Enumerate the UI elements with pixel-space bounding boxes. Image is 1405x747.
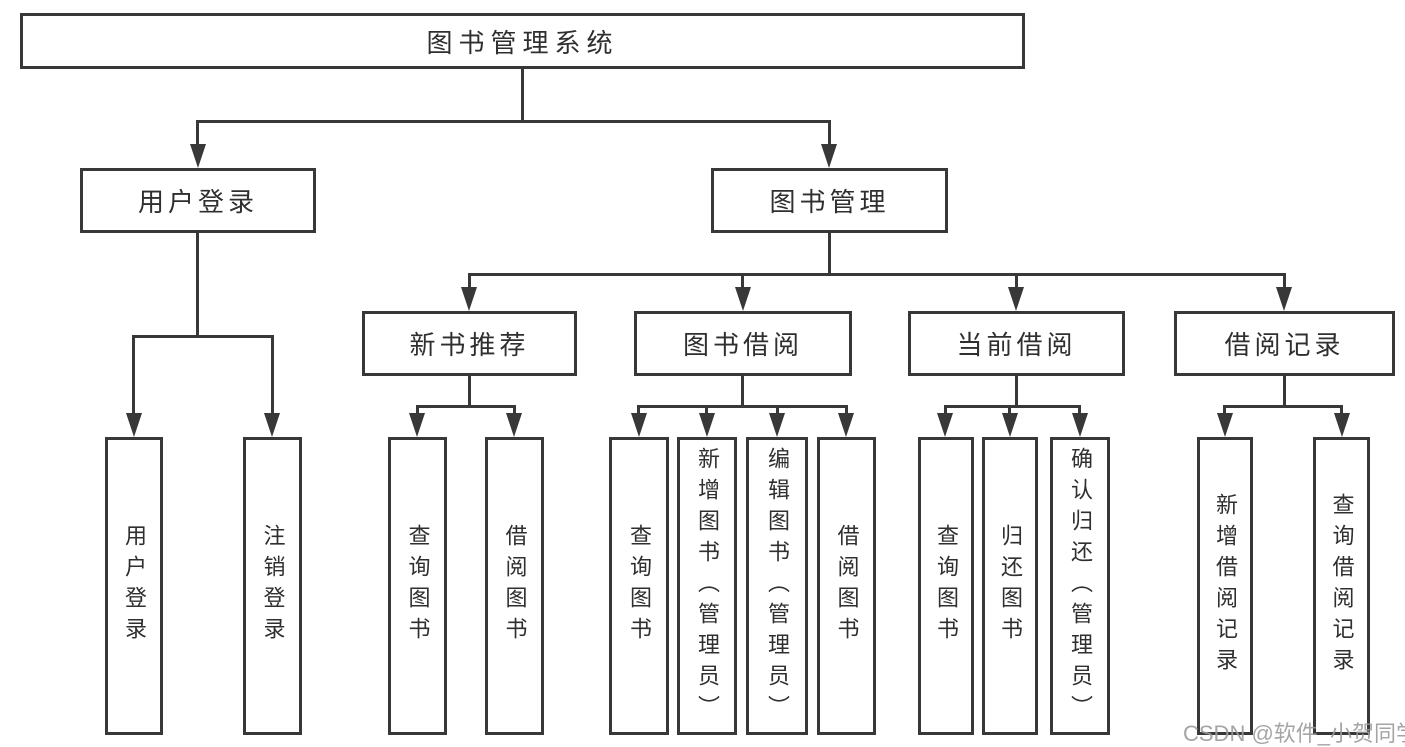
connector-bookmgmt-stem [828, 232, 831, 276]
node-system-title: 图书管理系统 [20, 13, 1025, 69]
connector-drop-rec-0 [416, 405, 419, 417]
leaf-label: 用户登录 [122, 524, 147, 648]
leaf-label: 新增借阅记录 [1213, 493, 1238, 679]
arrowhead-l3-2 [1008, 287, 1024, 311]
arrowhead-bor-1 [699, 413, 715, 437]
leaf-label: 查询图书 [405, 524, 431, 648]
connector-drop-l3-1 [741, 273, 744, 290]
leaf-label: 确认归还（管理员） [1068, 446, 1093, 726]
arrowhead-cur-1 [1002, 413, 1018, 437]
arrowhead-cur-2 [1072, 413, 1088, 437]
node-new-book-recommend: 新书推荐 [362, 311, 577, 376]
arrowhead-l3-1 [735, 287, 751, 311]
node-label: 借阅记录 [1224, 330, 1345, 360]
connector-drop-bookmgmt [828, 120, 831, 148]
connector-user-stem [196, 232, 199, 338]
connector-records-stem [1283, 376, 1286, 408]
leaf-current-query-books: 查询图书 [918, 437, 974, 735]
connector-bus-borrow [637, 405, 848, 408]
leaf-borrow-edit-books-admin: 编辑图书（管理员） [746, 437, 808, 735]
arrowhead-login [126, 413, 142, 437]
arrowhead-user [190, 144, 206, 168]
node-borrow-records: 借阅记录 [1174, 311, 1395, 376]
node-current-borrowing: 当前借阅 [908, 311, 1125, 376]
leaf-borrow-query-books: 查询图书 [609, 437, 669, 735]
connector-bus-level3 [468, 273, 1286, 276]
arrowhead-rec2-1 [1334, 413, 1350, 437]
connector-drop-l3-3 [1283, 273, 1286, 290]
connector-drop-login [132, 335, 135, 417]
arrowhead-bor-2 [769, 413, 785, 437]
arrowhead-rec2-0 [1217, 413, 1233, 437]
leaf-user-login: 用户登录 [105, 437, 163, 735]
connector-drop-bor-0 [637, 405, 640, 417]
arrowhead-rec-0 [409, 413, 425, 437]
leaf-current-return-books: 归还图书 [982, 437, 1038, 735]
connector-drop-bor-1 [705, 405, 708, 417]
leaf-label: 借阅图书 [834, 524, 860, 648]
node-label: 图书管理系统 [426, 27, 619, 58]
node-label: 当前借阅 [956, 330, 1077, 360]
arrowhead-logout [264, 413, 280, 437]
leaf-records-add-record: 新增借阅记录 [1197, 437, 1253, 735]
connector-bus-current [944, 405, 1081, 408]
leaf-label: 查询借阅记录 [1329, 493, 1355, 679]
connector-root-stem [521, 69, 524, 123]
leaf-current-confirm-return-admin: 确认归还（管理员） [1050, 437, 1110, 735]
connector-drop-rec-1 [513, 405, 516, 417]
connector-borrow-stem [741, 376, 744, 408]
leaf-label: 新增图书（管理员） [695, 446, 720, 726]
leaf-label: 归还图书 [998, 524, 1023, 648]
arrowhead-bor-3 [838, 413, 854, 437]
node-book-borrowing: 图书借阅 [634, 311, 852, 376]
node-book-management: 图书管理 [711, 168, 948, 233]
leaf-records-query-record: 查询借阅记录 [1313, 437, 1370, 735]
leaf-label: 注销登录 [260, 524, 286, 648]
arrowhead-l3-0 [461, 287, 477, 311]
leaf-borrow-add-books-admin: 新增图书（管理员） [677, 437, 737, 735]
connector-bus-recommend [416, 405, 516, 408]
arrowhead-bookmgmt [821, 144, 837, 168]
connector-bus-records [1223, 405, 1343, 408]
arrowhead-cur-0 [937, 413, 953, 437]
leaf-label: 查询图书 [934, 524, 959, 648]
connector-drop-logout [271, 335, 274, 417]
leaf-logout: 注销登录 [243, 437, 302, 735]
connector-recommend-stem [468, 376, 471, 408]
node-label: 用户登录 [137, 187, 258, 217]
leaf-label: 查询图书 [627, 524, 652, 648]
connector-drop-cur-2 [1078, 405, 1081, 417]
node-label: 新书推荐 [409, 330, 530, 360]
leaf-label: 编辑图书（管理员） [765, 446, 790, 726]
csdn-watermark: CSDN @软件_小贺同学 [1183, 721, 1405, 746]
connector-drop-bor-3 [845, 405, 848, 417]
node-label: 图书借阅 [682, 330, 803, 360]
leaf-recommend-query-books: 查询图书 [388, 437, 447, 735]
node-label: 图书管理 [769, 187, 890, 217]
arrowhead-l3-3 [1276, 287, 1292, 311]
node-user-login-group: 用户登录 [80, 168, 316, 233]
connector-bus-level2 [196, 120, 831, 123]
connector-drop-user [196, 120, 199, 148]
arrowhead-bor-0 [631, 413, 647, 437]
leaf-label: 借阅图书 [502, 524, 528, 648]
connector-drop-l3-2 [1015, 273, 1018, 290]
connector-drop-rec2-0 [1223, 405, 1226, 417]
leaf-recommend-borrow-books: 借阅图书 [485, 437, 544, 735]
connector-drop-cur-0 [944, 405, 947, 417]
connector-drop-bor-2 [776, 405, 779, 417]
connector-current-stem [1015, 376, 1018, 408]
connector-drop-cur-1 [1008, 405, 1011, 417]
connector-bus-user [132, 335, 274, 338]
connector-drop-l3-0 [468, 273, 471, 290]
leaf-borrow-borrow-books: 借阅图书 [817, 437, 876, 735]
connector-drop-rec2-1 [1340, 405, 1343, 417]
arrowhead-rec-1 [506, 413, 522, 437]
